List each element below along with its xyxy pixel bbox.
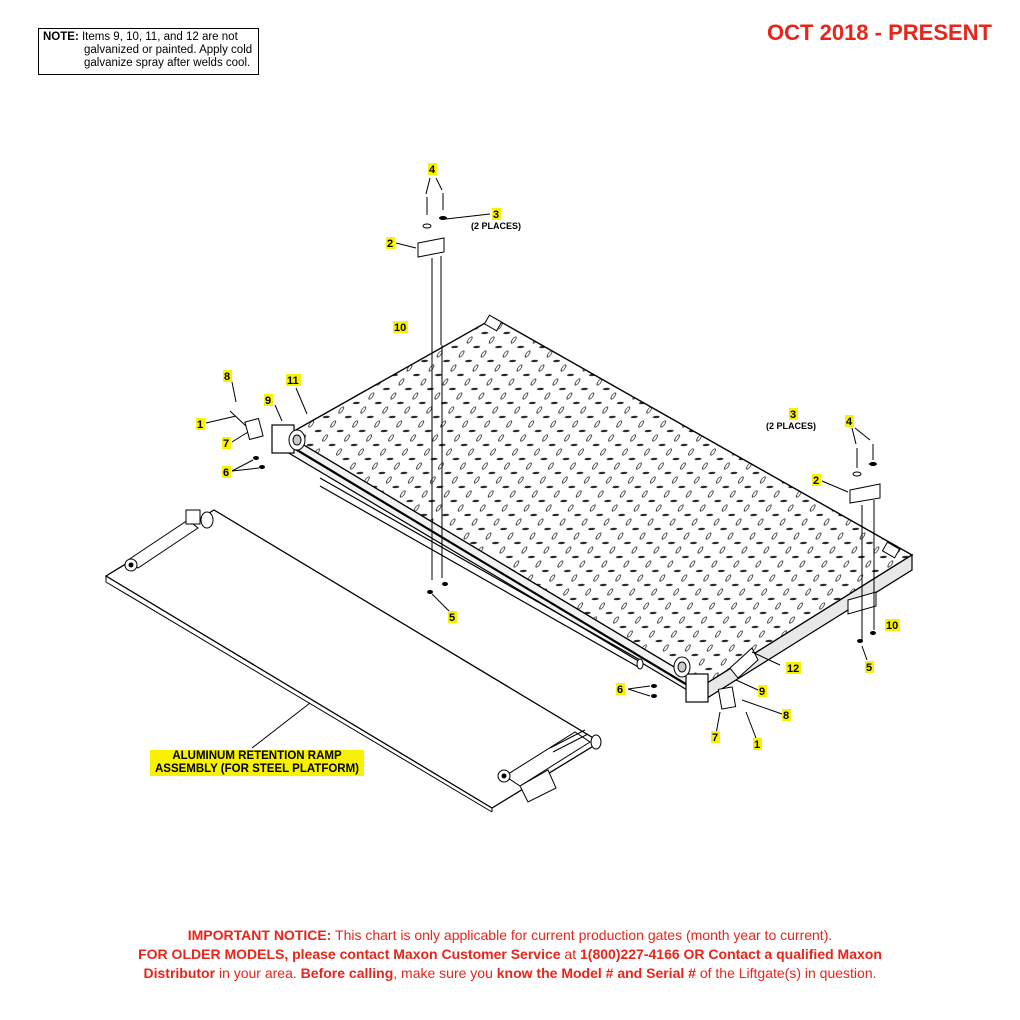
notice-text-5: of the Liftgate(s) in question. <box>695 965 877 981</box>
note-line-1: Items 9, 10, 11, and 12 are not <box>81 31 238 43</box>
note-box: NOTE: Items 9, 10, 11, and 12 are not ga… <box>38 28 259 75</box>
callout-8-right: 8 <box>783 710 789 722</box>
callout-2-top: 2 <box>387 238 393 250</box>
callout-9-left: 9 <box>265 395 271 407</box>
callout-1-right: 1 <box>754 739 760 751</box>
callout-3-right: 3 <box>790 409 796 421</box>
notice-model-serial: know the Model # and Serial # <box>496 965 696 981</box>
notice-text-2: at <box>560 946 581 962</box>
nuts-right <box>857 631 876 661</box>
notice-line-2: FOR OLDER MODELS, please contact Maxon C… <box>40 945 980 964</box>
callout-6-right: 6 <box>617 684 623 696</box>
notice-distributor: Distributor <box>143 965 216 981</box>
callout-7-right: 7 <box>712 732 718 744</box>
date-range-title: OCT 2018 - PRESENT <box>767 20 992 45</box>
note-label: NOTE: <box>43 31 79 43</box>
callout-12: 12 <box>787 663 799 675</box>
notice-text-1: This chart is only applicable for curren… <box>331 927 833 943</box>
callout-11: 11 <box>287 375 299 387</box>
note-line-2: galvanized or painted. Apply cold <box>84 44 253 56</box>
torsion-bar <box>319 477 644 670</box>
stop-bracket <box>729 647 781 679</box>
clamp-plate-top <box>395 177 491 350</box>
callout-3-right-qty: (2 PLACES) <box>766 421 816 431</box>
callout-7-left: 7 <box>223 438 229 450</box>
ramp-assembly-label-line-2: ASSEMBLY (FOR STEEL PLATFORM) <box>154 763 360 775</box>
callout-3-top-qty: (2 PLACES) <box>471 221 521 231</box>
ramp-assembly-label-line-1: ALUMINUM RETENTION RAMP <box>172 750 342 762</box>
ramp-assembly-label: ALUMINUM RETENTION RAMP ASSEMBLY (FOR ST… <box>150 750 364 776</box>
nuts-left <box>427 345 451 613</box>
platform-hinge-left <box>271 424 306 454</box>
note-line-3: galvanize spray after welds cool. <box>84 57 251 69</box>
callout-8-left: 8 <box>224 371 230 383</box>
clamp-plate-right <box>821 427 881 630</box>
notice-older-models: FOR OLDER MODELS, please contact Maxon C… <box>138 946 561 962</box>
callout-9-right: 9 <box>759 686 765 698</box>
callout-10-right: 10 <box>886 620 898 632</box>
callout-1-left: 1 <box>197 419 203 431</box>
callout-4-right: 4 <box>846 416 853 428</box>
callout-2-right: 2 <box>813 475 819 487</box>
notice-heading: IMPORTANT NOTICE: <box>187 927 332 943</box>
notice-line-1: IMPORTANT NOTICE: This chart is only app… <box>40 926 980 945</box>
platform-hinge-right <box>673 656 709 703</box>
callout-3-top: 3 <box>493 209 499 221</box>
callout-labels: 4 3 (2 PLACES) 2 10 8 11 9 1 7 6 5 3 (2 … <box>196 163 900 751</box>
notice-text-3: in your area. <box>215 965 301 981</box>
callout-5-left: 5 <box>449 612 455 624</box>
hinge-hardware-left <box>205 381 308 472</box>
notice-phone: 1(800)227-4166 OR Contact a qualified Ma… <box>580 946 882 962</box>
hinge-hardware-right <box>627 679 783 739</box>
important-notice: IMPORTANT NOTICE: This chart is only app… <box>40 926 980 983</box>
callout-4-top: 4 <box>429 164 436 176</box>
notice-line-3: Distributor in your area. Before calling… <box>40 964 980 983</box>
callout-6-left: 6 <box>223 467 229 479</box>
callout-10-top: 10 <box>394 322 406 334</box>
notice-before-calling: Before calling <box>300 965 394 981</box>
retention-ramp <box>104 509 602 813</box>
notice-text-4: , make sure you <box>393 965 497 981</box>
callout-5-right: 5 <box>866 662 872 674</box>
